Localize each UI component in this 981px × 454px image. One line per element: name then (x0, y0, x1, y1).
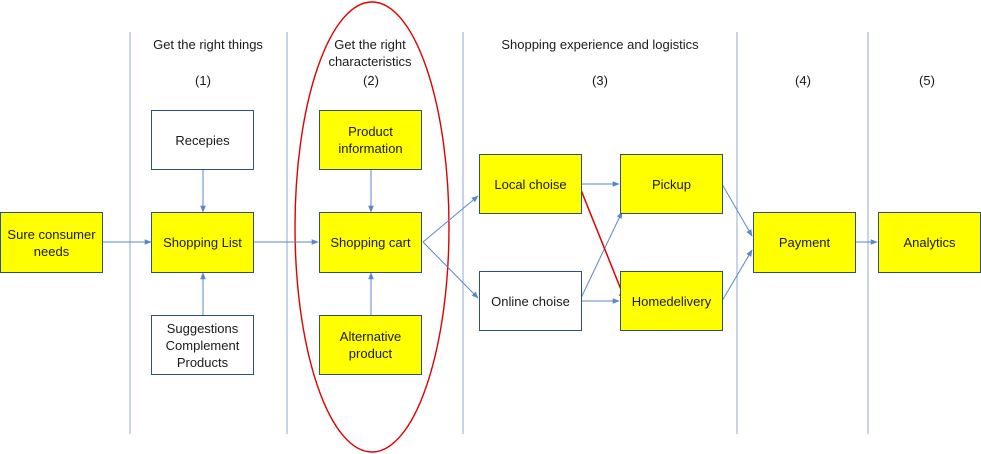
node-local-choice[interactable]: Local choise (479, 154, 582, 214)
node-shopping-cart[interactable]: Shopping cart (319, 212, 422, 273)
node-product-information[interactable]: Product information (319, 110, 422, 170)
connector-pickup-to-payment (721, 183, 753, 237)
node-recipes[interactable]: Recepies (151, 110, 254, 170)
node-payment[interactable]: Payment (753, 212, 856, 273)
stage1-number: (1) (195, 73, 211, 88)
stage2-number: (2) (363, 73, 379, 88)
stage2-header: Get the right characteristics (328, 37, 412, 69)
node-suggestions[interactable]: Suggestions Complement Products (151, 315, 254, 375)
stage4-number: (4) (795, 73, 811, 88)
stage3-header: Shopping experience and logistics (501, 37, 699, 52)
connector-online-to-pickup (580, 211, 623, 299)
node-shopping-list[interactable]: Shopping List (151, 212, 254, 273)
stage2-focus-ellipse (294, 1, 450, 453)
emphasis-arrow-local-to-homedelivery (580, 189, 627, 303)
node-homedelivery[interactable]: Homedelivery (620, 271, 723, 331)
node-online-choice[interactable]: Online choise (479, 271, 582, 331)
node-alternative-product[interactable]: Alternative product (319, 315, 422, 375)
node-pickup[interactable]: Pickup (620, 154, 723, 214)
node-consumer-needs[interactable]: Sure consumer needs (0, 212, 103, 273)
stage1-header: Get the right things (153, 37, 263, 52)
stage5-number: (5) (919, 73, 935, 88)
connector-cart-to-local (422, 195, 479, 243)
node-analytics[interactable]: Analytics (878, 212, 981, 273)
connector-homedelivery-to-payment (721, 249, 753, 302)
connector-cart-to-online (422, 241, 479, 299)
stage3-number: (3) (592, 73, 608, 88)
